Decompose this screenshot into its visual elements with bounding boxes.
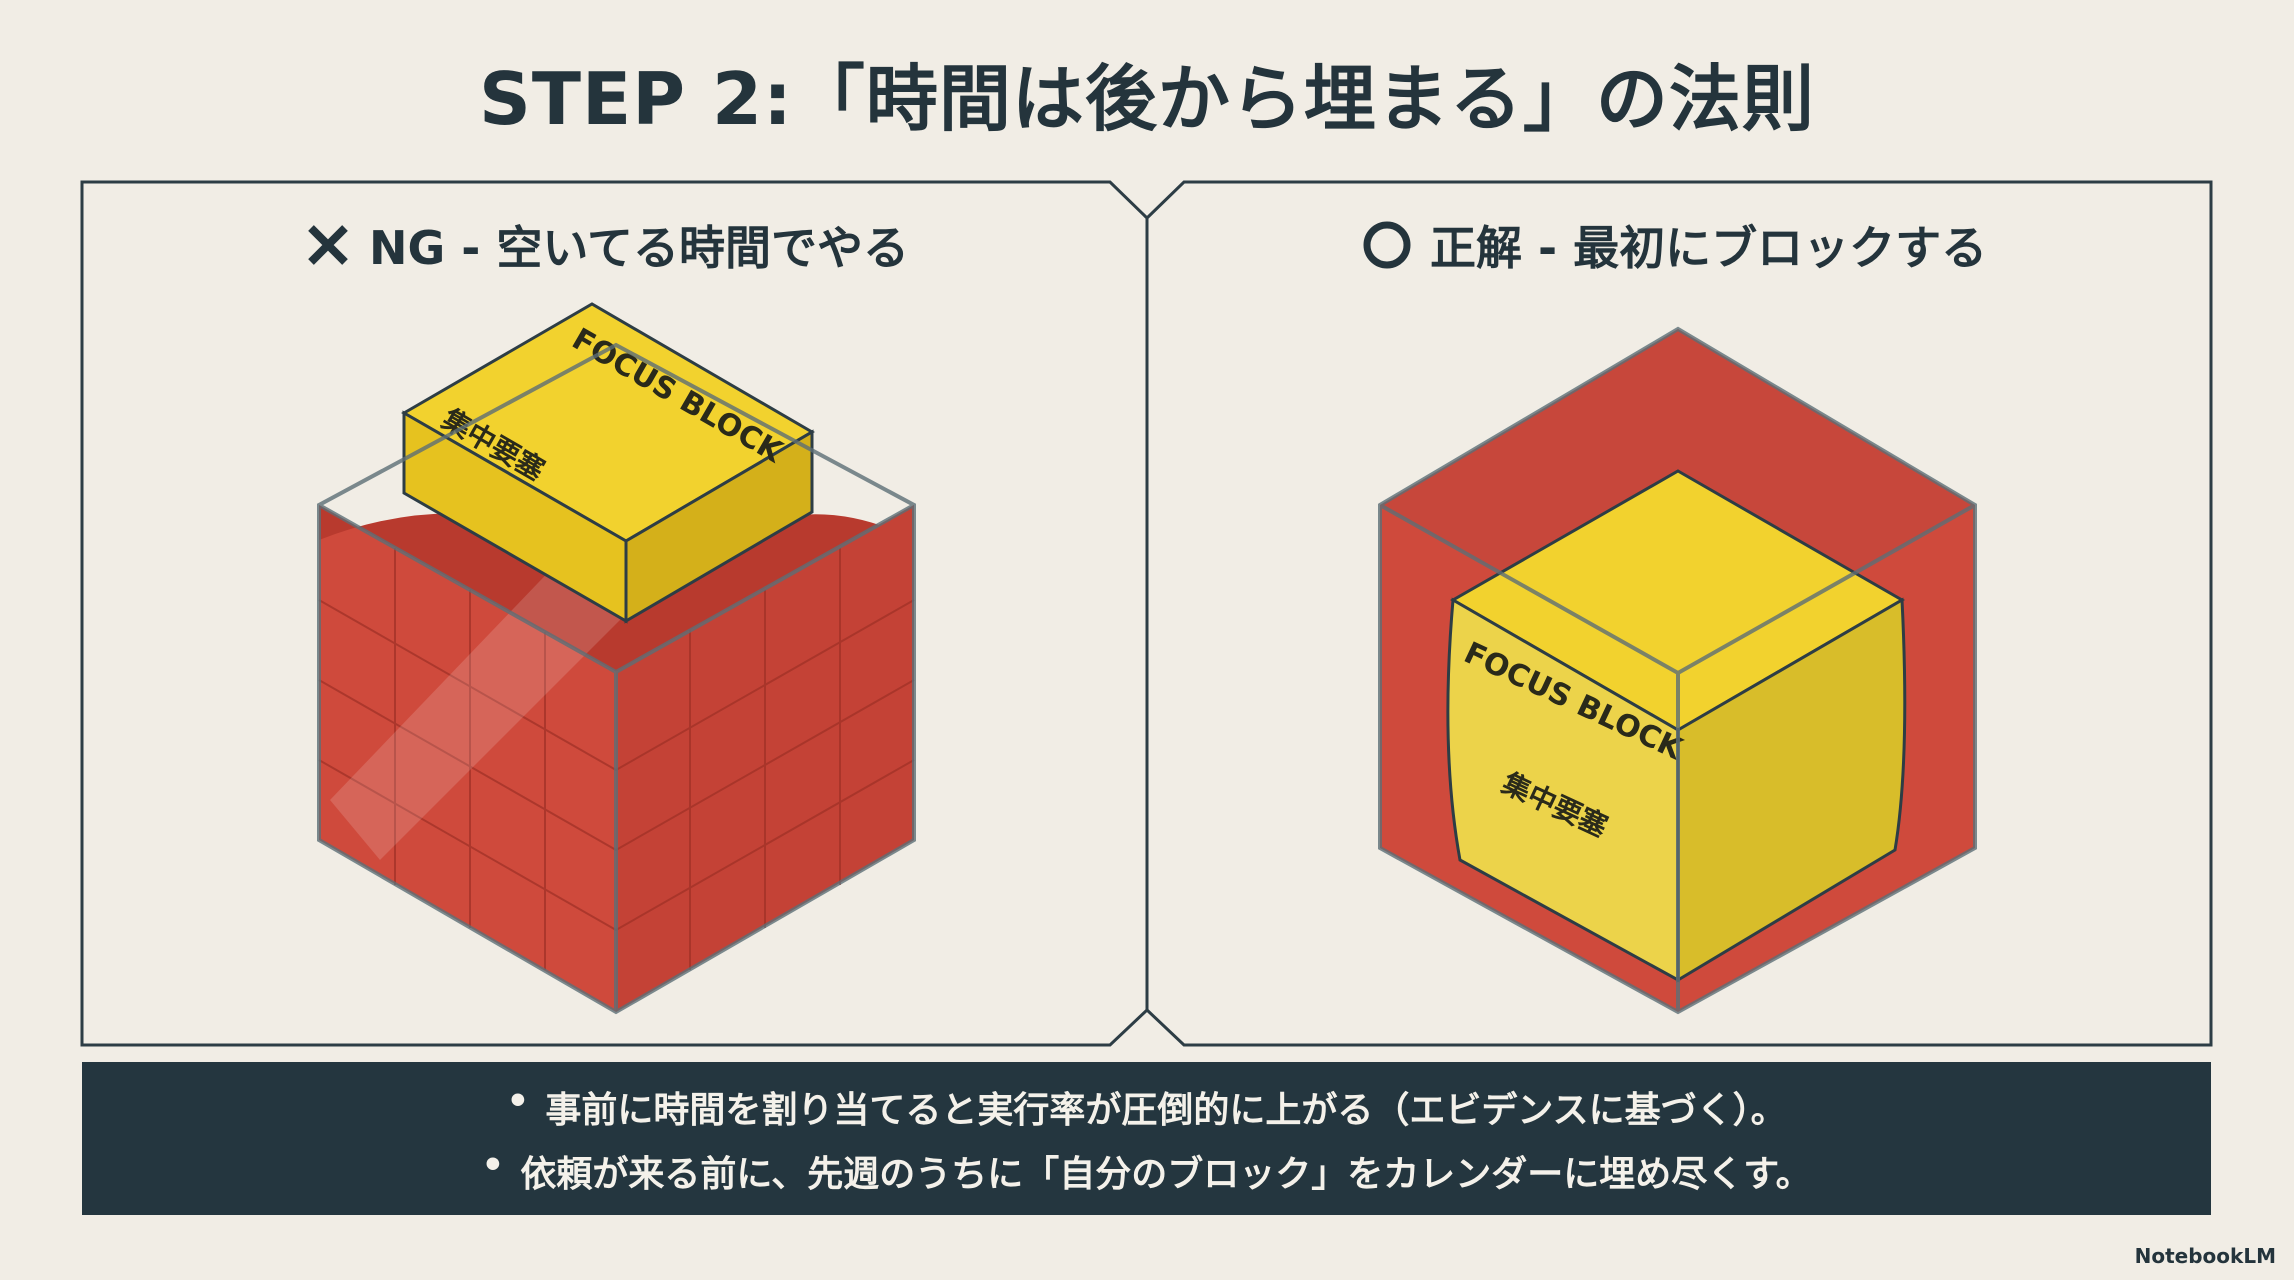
bullet-text: 依頼が来る前に、先週のうちに「自分のブロック」をカレンダーに埋め尽くす。 <box>520 1153 1812 1195</box>
right-cube: FOCUS BLOCK 集中要塞 <box>1378 326 1977 1015</box>
page-title: STEP 2:「時間は後から埋まる」の法則 <box>479 57 1815 141</box>
bullet-item: •事前に時間を割り当てると実行率が圧倒的に上がる（エビデンスに基づく）。 <box>506 1080 1787 1131</box>
bullet-item: •依頼が来る前に、先週のうちに「自分のブロック」をカレンダーに埋め尽くす。 <box>481 1144 1812 1195</box>
panel-frame <box>80 180 2213 1047</box>
bullet-text: 事前に時間を割り当てると実行率が圧倒的に上がる（エビデンスに基づく）。 <box>545 1089 1787 1131</box>
left-heading-text: NG - 空いてる時間でやる <box>369 221 909 275</box>
left-panel-heading: NG - 空いてる時間でやる <box>305 212 909 278</box>
summary-bar: •事前に時間を割り当てると実行率が圧倒的に上がる（エビデンスに基づく）。 •依頼… <box>82 1062 2211 1215</box>
left-cube: FOCUS BLOCK 集中要塞 <box>317 302 916 1015</box>
right-panel-heading: 正解 - 最初にブロックする <box>1362 212 1987 278</box>
cross-icon <box>308 225 348 265</box>
right-heading-text: 正解 - 最初にブロックする <box>1430 221 1988 275</box>
circle-icon <box>1363 221 1411 269</box>
brand-watermark: NotebookLM <box>2134 1244 2276 1268</box>
